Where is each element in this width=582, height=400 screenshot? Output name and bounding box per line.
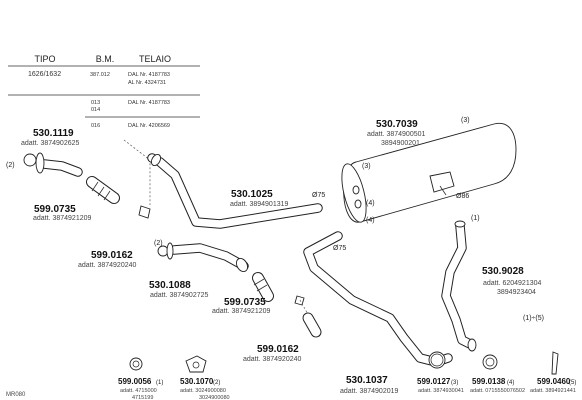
muffler-530-7039	[341, 122, 517, 223]
part-code: 530.1119	[33, 128, 74, 139]
part-qty: (5)	[569, 380, 576, 386]
part-adatt: adatt. 3874921209	[212, 308, 270, 315]
part-code: 599.0162	[257, 344, 299, 355]
clamp-599-0162	[302, 312, 322, 338]
part-code: 530.1025	[231, 189, 273, 200]
part-code: 530.1070	[180, 377, 214, 386]
part-adatt: adatt. 0715550076502	[470, 388, 525, 394]
part-code: 599.0162	[91, 250, 133, 261]
part-adatt: adatt. 4715000	[120, 388, 157, 394]
callout-label: (4)	[366, 217, 375, 224]
table-header-telaio: TELAIO	[139, 54, 171, 64]
part-code: 599.0127	[417, 377, 451, 386]
part-adatt: 3894923404	[497, 289, 536, 296]
table-cell-telaio: DAL Nr. 4187783	[128, 100, 170, 106]
part-code: 599.0138	[472, 377, 506, 386]
pipe-530-1088	[157, 242, 249, 273]
clamp-599-0138: 599.0138 (4) adatt. 0715550076502	[470, 354, 525, 394]
part-adatt: adatt. 3894921441	[530, 388, 576, 394]
part-adatt: adatt. 3874920240	[243, 356, 301, 363]
part-adatt: adatt. 3874921209	[33, 215, 91, 222]
pipe-530-9028	[441, 220, 477, 352]
part-adatt: adatt. 3874902625	[21, 140, 79, 147]
diameter-label: Ø86	[456, 193, 469, 200]
part-adatt: adatt. 3874930041	[418, 388, 464, 394]
clamp-599-0127: 599.0127 (3) adatt. 3874930041	[417, 351, 464, 394]
pipe-530-1037	[303, 231, 453, 367]
part-adatt: 4715199	[132, 395, 153, 400]
callout-label: (1)÷(5)	[523, 315, 544, 322]
callout-label: (3)	[362, 163, 371, 170]
part-code: 530.7039	[376, 119, 418, 130]
part-adatt: adatt. 3024900080	[180, 388, 226, 394]
part-qty: (4)	[507, 380, 514, 386]
sleeve-599-0735	[252, 272, 274, 302]
table-cell-bm: 387.012	[90, 72, 110, 78]
clamp-599-0162	[138, 205, 151, 219]
table-cell-telaio: DAL Nr. 4187783	[128, 72, 170, 78]
part-adatt: adatt. 6204921304	[483, 280, 541, 287]
part-qty: (1)	[156, 380, 163, 386]
part-code: 530.1088	[149, 280, 191, 291]
rubber-mount-599-0460: 599.0460 (5) adatt. 3894921441	[530, 351, 576, 394]
part-adatt: adatt. 3874902019	[340, 388, 398, 395]
callout-label: (2)	[6, 162, 15, 169]
gasket-530-1070: 530.1070 (2) adatt. 3024900080 302490008…	[180, 355, 230, 400]
callout-label: (3)	[461, 117, 470, 124]
table-header-tipo: TIPO	[34, 54, 55, 64]
part-code: 599.0460	[537, 377, 571, 386]
part-adatt: adatt. 3874920240	[78, 262, 136, 269]
part-adatt: 3024900080	[199, 395, 230, 400]
part-adatt: 3894900201	[381, 140, 420, 147]
sleeve-599-0735	[86, 176, 120, 204]
table-cell-bm: 016	[91, 123, 100, 129]
part-code: 530.1037	[346, 375, 388, 386]
pipe-530-1025	[147, 153, 323, 229]
table-cell-bm: 013	[91, 100, 100, 106]
part-qty: (3)	[451, 380, 458, 386]
footer-code: MR080	[6, 392, 26, 398]
callout-label: (1)	[471, 215, 480, 222]
part-code: 599.0735	[34, 204, 76, 215]
part-code: 599.0735	[224, 297, 266, 308]
table-cell-bm: 014	[91, 107, 100, 113]
part-adatt: adatt. 3894901319	[230, 201, 288, 208]
connector-line	[123, 139, 151, 205]
table-cell-tipo: 1626/1632	[28, 71, 61, 78]
part-qty: (2)	[213, 380, 220, 386]
part-adatt: adatt. 3874902725	[150, 292, 208, 299]
table-cell-telaio: DAL Nr. 4206569	[128, 123, 170, 129]
part-code: 599.0056	[118, 377, 152, 386]
table-header-bm: B.M.	[96, 54, 115, 64]
callout-label: (2)	[154, 240, 163, 247]
clamp-small	[294, 295, 305, 306]
clamp-599-0056: 599.0056 (1) adatt. 4715000 4715199	[118, 357, 163, 400]
vehicle-table: TIPO B.M. TELAIO 1626/1632 387.012 DAL N…	[8, 54, 200, 129]
diameter-label: Ø75	[312, 192, 325, 199]
part-code: 530.9028	[482, 266, 524, 277]
table-cell-telaio: AL Nr. 4324731	[128, 80, 166, 86]
callout-label: (4)	[366, 200, 375, 207]
part-adatt: adatt. 3874900501	[367, 131, 425, 138]
pipe-530-1119	[23, 152, 83, 177]
diameter-label: Ø75	[333, 245, 346, 252]
